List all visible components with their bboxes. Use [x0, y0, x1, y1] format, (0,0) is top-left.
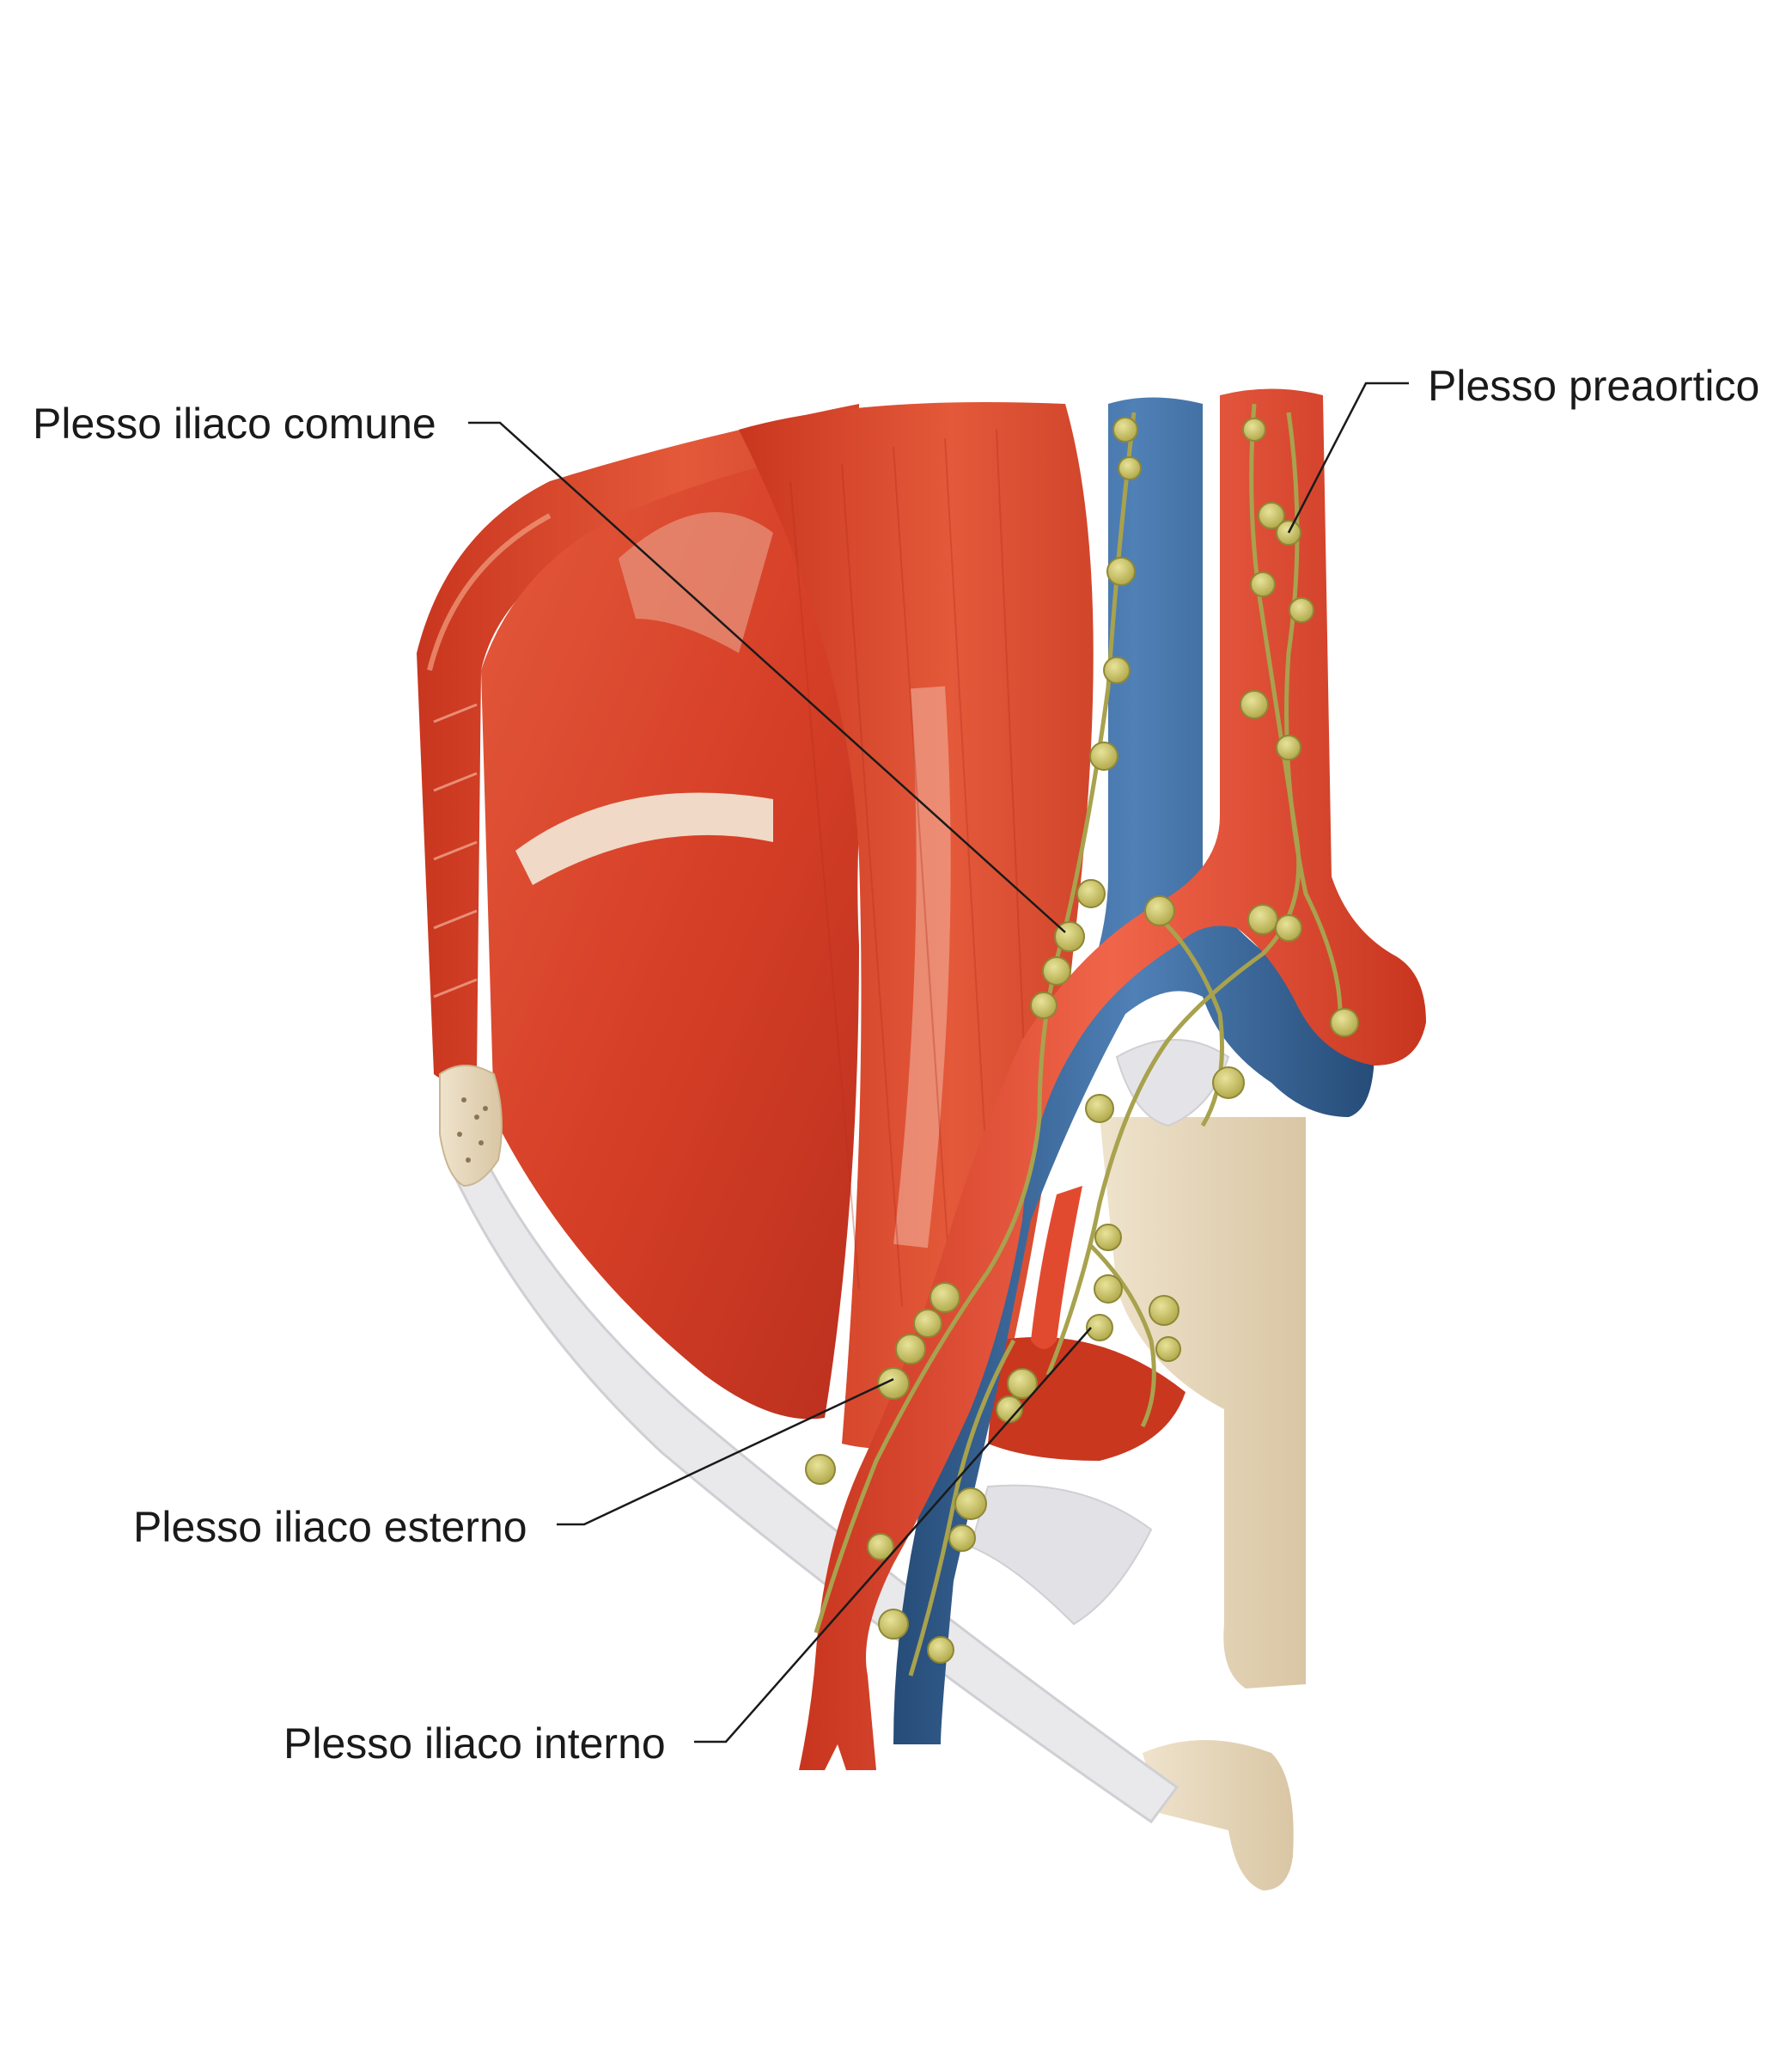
- lymph-node: [1276, 735, 1301, 760]
- lymph-node: [877, 1367, 910, 1400]
- inguinal-ligament: [449, 1039, 1230, 1824]
- lymph-node: [1250, 571, 1276, 597]
- lymph-node: [1086, 1314, 1113, 1341]
- lymph-node: [1076, 879, 1106, 908]
- leader-line-common-iliac: [468, 421, 1066, 933]
- vena-cava: [893, 397, 1374, 1744]
- lymph-node: [1094, 1274, 1123, 1304]
- lymph-node: [1289, 597, 1314, 623]
- lymph-node: [1106, 557, 1136, 586]
- lymph-node: [1212, 1066, 1245, 1099]
- aorta: [799, 388, 1426, 1770]
- lymph-node: [1240, 690, 1269, 719]
- lymph-node: [930, 1282, 960, 1313]
- lymph-node: [1094, 1224, 1122, 1251]
- iliac-crest: [439, 1065, 503, 1188]
- lymph-node: [805, 1454, 836, 1485]
- lymph-node: [1144, 895, 1175, 926]
- leader-lines: [468, 382, 1409, 1743]
- pelvic-floor-muscle: [988, 1337, 1186, 1461]
- lymph-node: [996, 1395, 1023, 1423]
- lymph-node: [878, 1609, 909, 1640]
- lymph-node: [1085, 1094, 1114, 1123]
- lymph-node: [1007, 1368, 1038, 1399]
- pubic-bone: [1143, 1740, 1294, 1890]
- lymph-nodes: [805, 417, 1359, 1664]
- sacrum-bone: [1100, 1117, 1306, 1689]
- lymph-node: [867, 1533, 894, 1560]
- lymph-node: [1030, 992, 1058, 1019]
- label-common-iliac-plexus: Plesso iliaco comune: [33, 400, 436, 448]
- lymph-node: [927, 1636, 954, 1664]
- lymph-node: [913, 1309, 942, 1338]
- iliacus-muscle: [481, 447, 893, 1420]
- lymph-node: [1042, 956, 1071, 986]
- lymph-node: [895, 1334, 926, 1365]
- lymph-node: [1258, 502, 1285, 529]
- lymph-node: [1149, 1295, 1179, 1326]
- lymph-node: [954, 1487, 987, 1520]
- lymph-node: [1330, 1008, 1359, 1037]
- lymph-node: [948, 1524, 976, 1552]
- leader-line-external-iliac: [557, 1377, 894, 1526]
- leader-line-preaortic: [1287, 382, 1409, 534]
- lymph-node: [1275, 914, 1302, 942]
- lymph-node: [1103, 656, 1131, 684]
- lymph-node: [1118, 456, 1142, 480]
- leader-line-internal-iliac: [694, 1327, 1092, 1743]
- label-internal-iliac-plexus: Plesso iliaco interno: [283, 1719, 666, 1768]
- lymph-node: [1242, 418, 1266, 442]
- lymph-node: [1155, 1336, 1181, 1362]
- lymph-node: [1247, 904, 1278, 935]
- label-external-iliac-plexus: Plesso iliaco esterno: [133, 1503, 527, 1551]
- label-preaortic-plexus: Plesso preaortico: [1428, 362, 1760, 410]
- lymph-node: [1112, 417, 1138, 443]
- lymph-node: [1089, 742, 1118, 771]
- abdominal-wall-muscle: [417, 404, 859, 1083]
